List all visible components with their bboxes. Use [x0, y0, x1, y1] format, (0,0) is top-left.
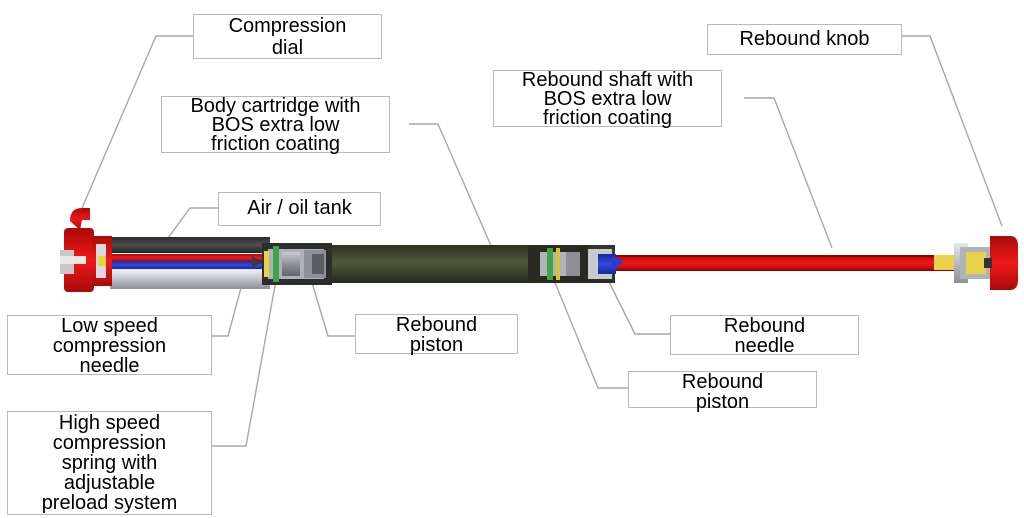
leader-rebound-piston-left — [309, 275, 355, 337]
label-high-speed-spring: High speed compression spring with adjus… — [7, 411, 212, 515]
label-rebound-knob: Rebound knob — [707, 24, 902, 55]
label-rebound-piston-left: Rebound piston — [355, 314, 518, 355]
oil-blue-channel — [104, 261, 274, 269]
label-body-cartridge: Body cartridge with BOS extra low fricti… — [161, 96, 390, 154]
leader-lines — [81, 35, 1003, 447]
leader-body-cartridge — [409, 123, 493, 249]
label-low-speed-needle: Low speed compression needle — [7, 315, 212, 376]
shock-absorber — [60, 208, 1018, 292]
compression-valve-assembly — [252, 243, 332, 285]
rebound-shaft — [612, 255, 964, 271]
leader-air-oil-tank — [167, 207, 218, 239]
leader-rebound-needle — [605, 275, 670, 335]
label-rebound-needle: Rebound needle — [670, 315, 859, 356]
leader-compression-dial — [81, 35, 193, 209]
label-rebound-shaft: Rebound shaft with BOS extra low frictio… — [493, 70, 722, 128]
label-compression-dial: Compression dial — [193, 14, 382, 59]
air-oil-tank-lower — [110, 272, 270, 289]
rebound-piston-assembly — [528, 246, 624, 282]
rebound-knob — [934, 236, 1018, 290]
air-oil-tank-upper — [110, 237, 270, 253]
compression-dial — [60, 208, 112, 292]
leader-high-speed-spring — [212, 279, 277, 447]
leader-rebound-knob — [902, 35, 1003, 227]
leader-rebound-shaft — [744, 97, 833, 249]
leader-rebound-piston-right — [553, 279, 628, 389]
label-air-oil-tank: Air / oil tank — [218, 192, 381, 226]
label-rebound-piston-right: Rebound piston — [628, 371, 817, 412]
oil-red-channel — [104, 254, 274, 261]
